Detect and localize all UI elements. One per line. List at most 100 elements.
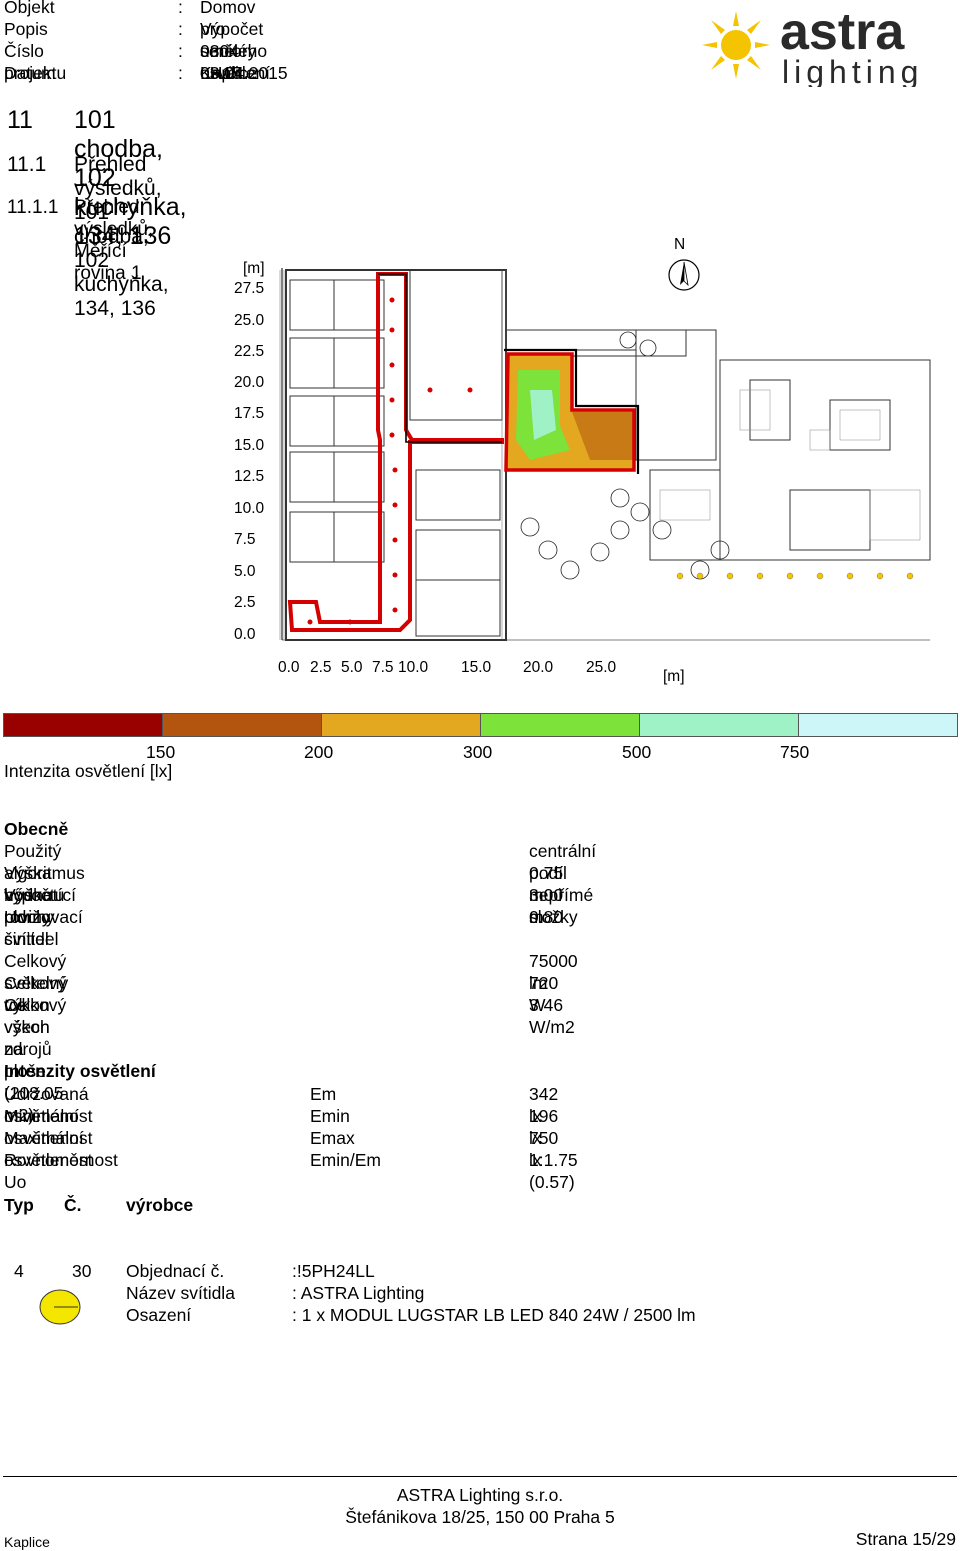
scale-label: Intenzita osvětlení [lx] <box>4 761 173 781</box>
floor-plan-drawing <box>279 259 931 641</box>
illuminance-field <box>504 348 640 474</box>
general-value: 75000 lm <box>529 951 578 993</box>
col-header-count: Č. <box>64 1195 82 1215</box>
y-tick: 25.0 <box>234 312 265 329</box>
intensity-title: Intenzity osvětlení <box>4 1061 156 1081</box>
luminaire-count: 30 <box>72 1261 92 1281</box>
scale-value: 300 <box>463 742 493 762</box>
header-key: Objekt <box>4 0 55 17</box>
intensity-key: Rovnoměrnost Uo <box>4 1150 118 1192</box>
general-title: Obecně <box>4 819 69 839</box>
luminaire-symbol-icon <box>39 1289 81 1325</box>
header-value: 0304 LH15 <box>200 41 242 83</box>
x-tick: 0.0 <box>278 659 300 676</box>
fit-label: Osazení <box>126 1305 192 1325</box>
general-key: Výška roviny svítidel <box>4 885 59 949</box>
general-value: 0.75 m <box>529 863 564 905</box>
logo-wordmark: astra <box>780 5 905 61</box>
scale-value: 500 <box>622 742 652 762</box>
header-colon: : <box>178 63 183 83</box>
header-key: Popis <box>4 19 48 39</box>
y-tick: 17.5 <box>234 405 265 422</box>
x-tick: 25.0 <box>586 659 617 676</box>
scale-swatch <box>4 714 163 736</box>
col-header-vyrobce: výrobce <box>126 1195 194 1215</box>
general-value: centrální podíl nepřímé složky <box>529 841 597 927</box>
scale-swatch <box>481 714 640 736</box>
order-value: :!5PH24LL <box>292 1261 375 1281</box>
intensity-key: Udržovaná osvětlenost <box>4 1084 93 1126</box>
footer-divider <box>3 1476 957 1477</box>
sun-icon: astra lighting <box>702 3 923 90</box>
scale-value: 150 <box>146 742 176 762</box>
x-tick: 7.5 <box>372 659 394 676</box>
intensity-value: 196 lx <box>529 1106 559 1148</box>
general-key: Celkový výkon na ploše (208.05 m2) <box>4 995 67 1125</box>
intensity-value: 750 lx <box>529 1128 559 1170</box>
y-tick: 20.0 <box>234 374 265 391</box>
heading-2-number: 11.1 <box>7 153 47 176</box>
north-arrow-icon <box>668 259 700 291</box>
intensity-key: Maximální osvětlenost <box>4 1128 93 1170</box>
luminaire-type: 4 <box>14 1261 24 1281</box>
general-key: Celkový výkon <box>4 973 67 1015</box>
footer-company: ASTRA Lighting s.r.o. <box>396 1485 564 1505</box>
header-key: Datum <box>4 63 56 83</box>
scale-value: 750 <box>780 742 810 762</box>
y-tick: 2.5 <box>234 594 256 611</box>
scale-swatch <box>322 714 481 736</box>
general-value: 720 W <box>529 973 559 1015</box>
logo-subtitle: lighting <box>782 54 923 87</box>
footer-location: Kaplice <box>4 1534 50 1550</box>
name-label: Název svítidla <box>126 1283 235 1303</box>
x-tick: 5.0 <box>341 659 363 676</box>
heading-3-text: Přehled výsledků, Měřící rovina 1 <box>74 197 154 284</box>
heading-1-text: 101 chodba, 102 kuchyňka, 134, 136 <box>74 106 187 250</box>
y-tick: 7.5 <box>234 531 256 548</box>
intensity-value: 1:1.75 (0.57) <box>529 1150 578 1192</box>
scale-value: 200 <box>304 742 334 762</box>
footer-page-number: Strana 15/29 <box>855 1529 956 1549</box>
scale-swatch <box>640 714 799 736</box>
fit-value: : 1 x MODUL LUGSTAR LB LED 840 24W / 250… <box>292 1305 696 1325</box>
general-value: 0.80 <box>529 907 564 927</box>
y-tick: 0.0 <box>234 626 256 643</box>
x-tick: 10.0 <box>398 659 429 676</box>
general-key: Udržovací činitel <box>4 907 83 949</box>
luminaire-entry: 4 30 Objednací č. :!5PH24LL Název svítid… <box>0 1260 960 1330</box>
general-key: Výška hodnotící plochy <box>4 863 76 927</box>
intensity-key: Minimální osvětlenost <box>4 1106 93 1148</box>
name-value: : ASTRA Lighting <box>292 1283 425 1303</box>
y-tick: 12.5 <box>234 468 265 485</box>
header-value: 03.04.2015 <box>200 63 288 83</box>
y-axis-unit: [m] <box>243 260 265 277</box>
heading-2-text: Přehled výsledků, 101 chodba, 102 kuchyň… <box>74 153 169 320</box>
intensity-value: 342 lx <box>529 1084 559 1126</box>
intensity-symbol: Emax <box>310 1128 355 1148</box>
header-value: Výpočet umělého osvětlení <box>200 19 271 83</box>
scale-swatch <box>799 714 957 736</box>
x-axis-unit: [m] <box>663 668 685 685</box>
heading-1-number: 11 <box>7 106 33 134</box>
header-colon: : <box>178 0 183 17</box>
illuminance-color-scale <box>3 713 958 737</box>
x-tick: 15.0 <box>461 659 492 676</box>
y-tick: 10.0 <box>234 500 265 517</box>
y-tick: 27.5 <box>234 280 265 297</box>
intensity-symbol: Emin <box>310 1106 350 1126</box>
general-value: 3.00 m <box>529 885 564 927</box>
header-value: Domov pro seniory Kaplice <box>200 0 258 83</box>
header-colon: : <box>178 19 183 39</box>
x-tick: 2.5 <box>310 659 332 676</box>
y-tick: 15.0 <box>234 437 265 454</box>
header-key: Číslo projektu <box>4 41 67 83</box>
x-tick: 20.0 <box>523 659 554 676</box>
scale-swatch <box>163 714 322 736</box>
intensity-symbol: Em <box>310 1084 337 1104</box>
north-label: N <box>674 236 686 253</box>
astra-logo: astra lighting <box>700 3 940 90</box>
col-header-typ: Typ <box>4 1195 34 1215</box>
header-colon: : <box>178 41 183 61</box>
heading-3-number: 11.1.1 <box>7 197 59 218</box>
general-value: 3.46 W/m2 <box>529 995 575 1037</box>
